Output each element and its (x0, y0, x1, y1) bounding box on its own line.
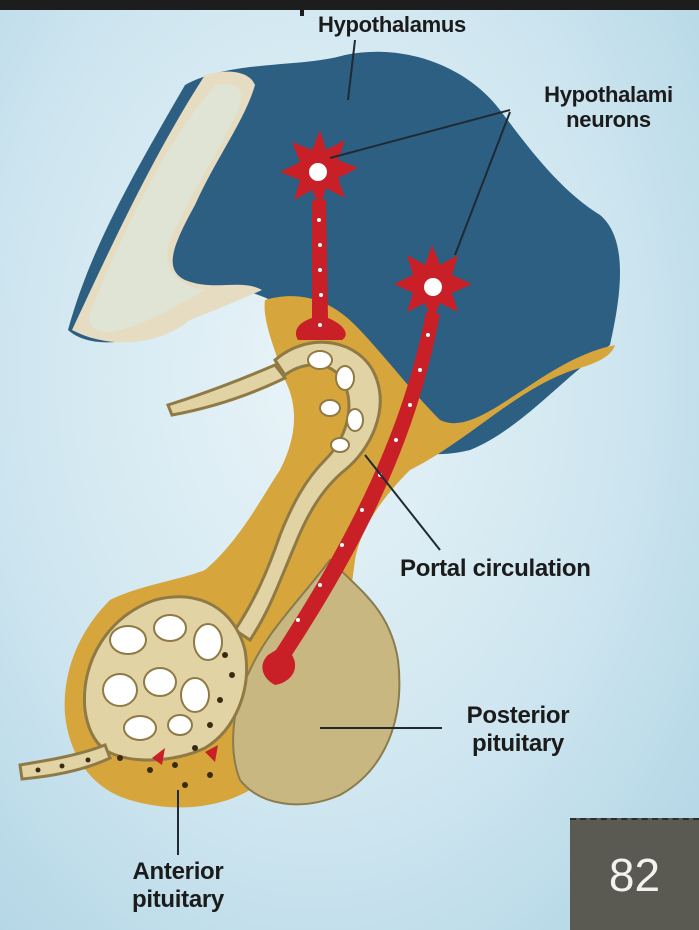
neurons-label-line1: Hypothalami (516, 82, 699, 107)
anterior-pituitary-label: Anterior pituitary (108, 858, 248, 913)
page-number: 82 (570, 848, 699, 902)
portal-circulation-label: Portal circulation (400, 555, 591, 583)
posterior-pituitary-label: Posterior pituitary (448, 702, 588, 757)
posterior-label-line1: Posterior (448, 702, 588, 730)
anterior-label-line2: pituitary (108, 886, 248, 914)
neurons-label-line2: neurons (516, 107, 699, 132)
anterior-label-line1: Anterior (108, 858, 248, 886)
posterior-label-line2: pituitary (448, 730, 588, 758)
page-number-box: 82 (570, 818, 699, 930)
hypothalamic-neurons-label: Hypothalami neurons (516, 82, 699, 133)
hypothalamus-label: Hypothalamus (318, 12, 466, 37)
